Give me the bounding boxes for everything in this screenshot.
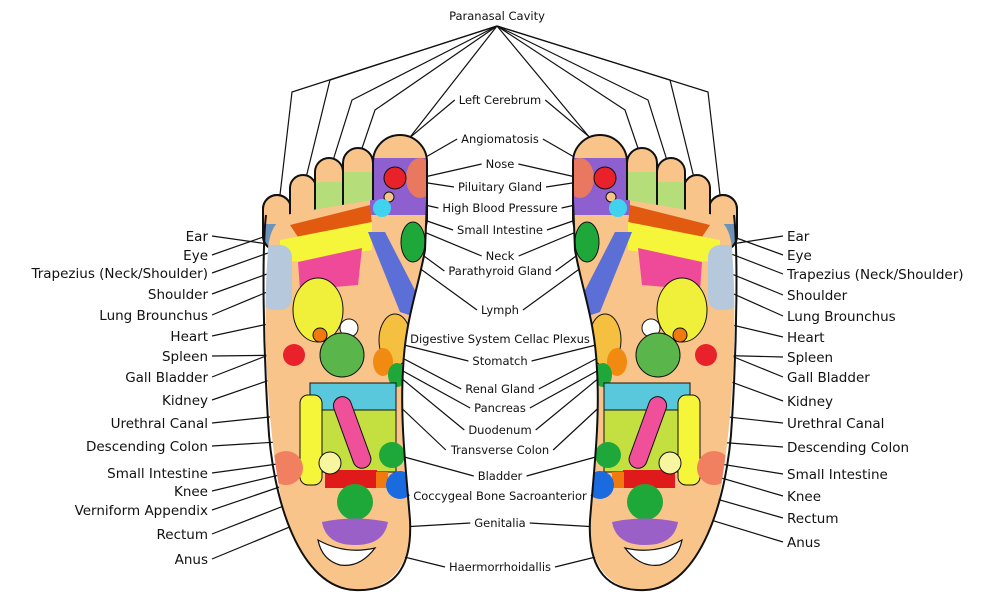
leader-line-stomatch [531, 343, 601, 362]
left-label-lung-brounchus: Lung Brounchus [99, 308, 208, 324]
leader-line-duodenum [394, 372, 465, 431]
left-label-anus: Anus [175, 552, 208, 568]
right-foot [566, 135, 740, 590]
center-label-small-intestine: Small Intestine [457, 223, 543, 237]
left-label-rectum: Rectum [156, 527, 208, 543]
left-label-gall-bladder: Gall Bladder [125, 370, 208, 386]
center-label-coccygeal-bone-sacroanterior: Coccygeal Bone Sacroanterior [413, 489, 587, 503]
paranasal-line [399, 25, 498, 151]
right-label-small-intestine: Small Intestine [787, 467, 888, 483]
kidney-zone [319, 332, 365, 378]
center-label-parathyroid-gland: Parathyroid Gland [448, 264, 551, 278]
right-label-gall-bladder: Gall Bladder [787, 370, 870, 386]
center-label-haermorrhoidallis: Haermorrhoidallis [449, 560, 551, 574]
center-label-pancreas: Pancreas [474, 401, 526, 415]
left-label-descending-colon: Descending Colon [86, 439, 208, 455]
paranasal-line [329, 25, 498, 171]
left-label-knee: Knee [174, 484, 208, 500]
left-label-heart: Heart [170, 329, 208, 345]
leader-line-bladder [396, 454, 474, 477]
sole-zones [265, 200, 427, 499]
left-foot [262, 134, 428, 592]
right-label-descending-colon: Descending Colon [787, 440, 909, 456]
center-label-duodenum: Duodenum [468, 423, 531, 437]
right-label-knee: Knee [787, 489, 821, 505]
right-label-anus: Anus [787, 535, 820, 551]
paranasal-line [357, 25, 498, 161]
right-label-eye: Eye [787, 248, 812, 264]
left-label-kidney: Kidney [162, 393, 208, 409]
center-label-left-cerebrum: Left Cerebrum [459, 93, 541, 107]
paranasal-line [302, 25, 498, 191]
pituitary-zone [383, 166, 407, 190]
right-label-lung-brounchus: Lung Brounchus [787, 309, 896, 325]
center-label-transverse-colon: Transverse Colon [450, 443, 549, 457]
leader-line-nose [518, 163, 581, 179]
center-label-piluitary-gland: Piluitary Gland [458, 180, 542, 194]
urethral-canal-zone [332, 396, 372, 469]
leader-line-bladder [526, 454, 604, 477]
foot-outline [262, 199, 428, 592]
center-label-high-blood-pressure: High Blood Pressure [442, 201, 557, 215]
center-label-neck: Neck [486, 249, 515, 263]
center-label-angiomatosis: Angiomatosis [461, 132, 539, 146]
right-label-kidney: Kidney [787, 394, 833, 410]
center-label-digestive-system-cellac-plexus: Digestive System Cellac Plexus [410, 332, 590, 346]
leader-line-nose [419, 163, 482, 179]
center-label-bladder: Bladder [478, 469, 523, 483]
center-label-renal-gland: Renal Gland [465, 382, 534, 396]
left-label-verniform-appendix: Verniform Appendix [75, 503, 208, 519]
left-label-spleen: Spleen [162, 349, 208, 365]
center-label-genitalia: Genitalia [474, 516, 525, 530]
title-paranasal-cavity: Paranasal Cavity [449, 9, 545, 23]
paranasal-line [496, 25, 698, 191]
right-label-shoulder: Shoulder [787, 288, 848, 304]
center-label-nose: Nose [486, 157, 515, 171]
paranasal-line [496, 25, 601, 151]
leader-line-stomatch [399, 343, 469, 362]
left-label-ear: Ear [186, 229, 209, 245]
center-label-lymph: Lymph [481, 303, 519, 317]
left-label-small-intestine: Small Intestine [107, 466, 208, 482]
leader-line-duodenum [535, 372, 606, 431]
center-label-stomatch: Stomatch [472, 354, 527, 368]
left-label-urethral-canal: Urethral Canal [111, 416, 208, 432]
neck-zone [373, 199, 391, 217]
genitalia-zone [322, 518, 388, 545]
right-label-spleen: Spleen [787, 350, 833, 366]
spleen-zone [283, 344, 305, 366]
right-label-ear: Ear [787, 229, 810, 245]
right-label-urethral-canal: Urethral Canal [787, 416, 884, 432]
left-label-shoulder: Shoulder [148, 287, 209, 303]
left-label-trapezius-neck-shoulder: Trapezius (Neck/Shoulder) [30, 266, 208, 282]
right-label-trapezius-neck-shoulder: Trapezius (Neck/Shoulder) [786, 267, 964, 283]
paranasal-line [496, 25, 643, 161]
left-label-eye: Eye [183, 248, 208, 264]
paranasal-line [496, 25, 671, 171]
right-label-rectum: Rectum [787, 511, 839, 527]
right-label-heart: Heart [787, 330, 825, 346]
